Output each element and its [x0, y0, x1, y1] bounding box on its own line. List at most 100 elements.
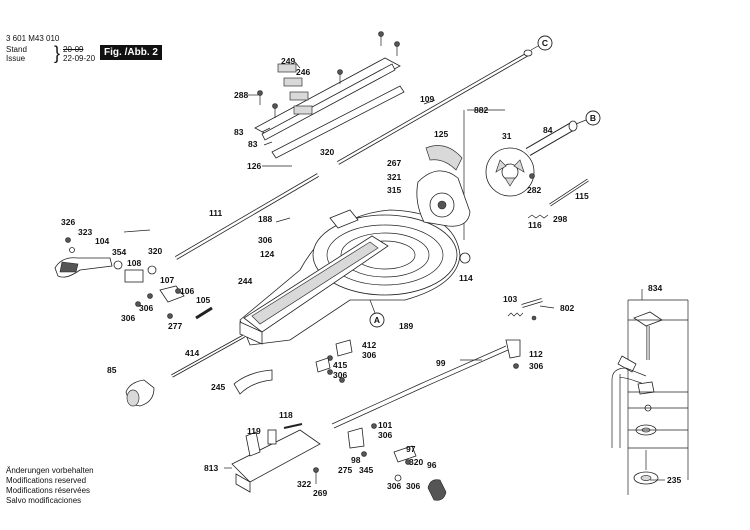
- part-label: 882: [474, 105, 488, 115]
- note-line: Modifications reserved: [6, 476, 87, 485]
- part-label: 98: [351, 455, 361, 465]
- part-label: 323: [78, 227, 92, 237]
- actuating-rod: [331, 339, 521, 449]
- part-label: 105: [196, 295, 210, 305]
- lever-assembly: [54, 237, 213, 320]
- part-label: 245: [211, 382, 225, 392]
- part-label: 306: [139, 303, 153, 313]
- top-screws: [257, 31, 400, 118]
- part-label: 288: [234, 90, 248, 100]
- part-label: 813: [204, 463, 218, 473]
- part-label: 83: [248, 139, 258, 149]
- modification-notes: Änderungen vorbehalten Modifications res…: [6, 466, 94, 506]
- part-number-labels: 249 246 288 83 83 126 109 882 125 320 26…: [61, 56, 681, 498]
- part-label: 249: [281, 56, 295, 66]
- issue-date: 22-09-20: [63, 54, 96, 63]
- part-label: 116: [528, 220, 542, 230]
- part-label: 189: [399, 321, 413, 331]
- callout-a: A: [369, 299, 385, 328]
- part-label: 97: [406, 444, 416, 454]
- part-label: 85: [107, 365, 117, 375]
- part-label: 834: [648, 283, 662, 293]
- part-label: 96: [427, 460, 437, 470]
- part-label: 306: [333, 370, 347, 380]
- part-label: 83: [234, 127, 244, 137]
- figure-badge: Fig. /Abb. 2: [100, 45, 162, 60]
- part-label: 322: [297, 479, 311, 489]
- clamp-assembly: [611, 299, 689, 495]
- part-label: 107: [160, 275, 174, 285]
- handle-knob-parts: [361, 445, 447, 501]
- part-label: 320: [320, 147, 334, 157]
- part-label: 277: [168, 321, 182, 331]
- part-label: 111: [209, 208, 223, 218]
- bottom-bracket: [231, 423, 321, 493]
- part-label: 415: [333, 360, 347, 370]
- part-label: 119: [247, 426, 261, 436]
- note-line: Änderungen vorbehalten: [6, 466, 94, 475]
- part-label: 103: [503, 294, 517, 304]
- part-label: 244: [238, 276, 252, 286]
- part-label: 188: [258, 214, 272, 224]
- lower-center-parts: [315, 339, 353, 383]
- part-label: 320: [409, 457, 423, 467]
- part-label: 101: [378, 420, 392, 430]
- part-label: 112: [529, 349, 543, 359]
- guide-rail-plate: [254, 57, 405, 159]
- date-brace: }: [54, 43, 61, 63]
- guide-rods: [174, 49, 533, 260]
- part-label: 126: [247, 161, 261, 171]
- part-label: 298: [553, 214, 567, 224]
- issue-label: Issue: [6, 54, 26, 63]
- part-label: 235: [667, 475, 681, 485]
- part-label: 84: [543, 125, 553, 135]
- svg-text:A: A: [374, 315, 380, 325]
- part-label: 282: [527, 185, 541, 195]
- part-label: 326: [61, 217, 75, 227]
- svg-text:B: B: [590, 113, 596, 123]
- callout-b: B: [575, 110, 601, 126]
- part-label: 306: [362, 350, 376, 360]
- part-label: 320: [148, 246, 162, 256]
- part-label: 412: [362, 340, 376, 350]
- note-line: Modifications réservées: [6, 486, 91, 495]
- disc-and-shafts: [485, 120, 589, 219]
- callout-c: C: [530, 35, 553, 51]
- part-label: 118: [279, 410, 293, 420]
- part-label: 306: [406, 481, 420, 491]
- part-label: 354: [112, 247, 126, 257]
- part-label: 306: [258, 235, 272, 245]
- part-label: 306: [529, 361, 543, 371]
- part-label: 104: [95, 236, 109, 246]
- part-label: 269: [313, 488, 327, 498]
- part-label: 306: [378, 430, 392, 440]
- part-label: 106: [180, 286, 194, 296]
- part-label: 306: [387, 481, 401, 491]
- part-label: 125: [434, 129, 448, 139]
- part-label: 115: [575, 191, 589, 201]
- part-label: 108: [127, 258, 141, 268]
- stand-date: 20-09: [63, 45, 84, 54]
- motor-housing: [416, 145, 471, 264]
- part-label: 275: [338, 465, 352, 475]
- leader-lines: [123, 61, 688, 481]
- part-label: 109: [420, 94, 434, 104]
- part-label: 31: [502, 131, 512, 141]
- part-label: 414: [185, 348, 199, 358]
- svg-text:C: C: [542, 38, 548, 48]
- part-label: 321: [387, 172, 401, 182]
- stand-label: Stand: [6, 45, 27, 54]
- part-label: 345: [359, 465, 373, 475]
- lock-rod-and-knob: [125, 334, 273, 407]
- note-line: Salvo modificaciones: [6, 496, 82, 505]
- part-label: 306: [121, 313, 135, 323]
- part-label: 802: [560, 303, 574, 313]
- spring-parts: [507, 298, 543, 321]
- part-label: 114: [459, 273, 473, 283]
- part-label: 315: [387, 185, 401, 195]
- part-label: 246: [296, 67, 310, 77]
- part-label: 124: [260, 249, 274, 259]
- turntable-base: [239, 209, 461, 346]
- part-label: 267: [387, 158, 401, 168]
